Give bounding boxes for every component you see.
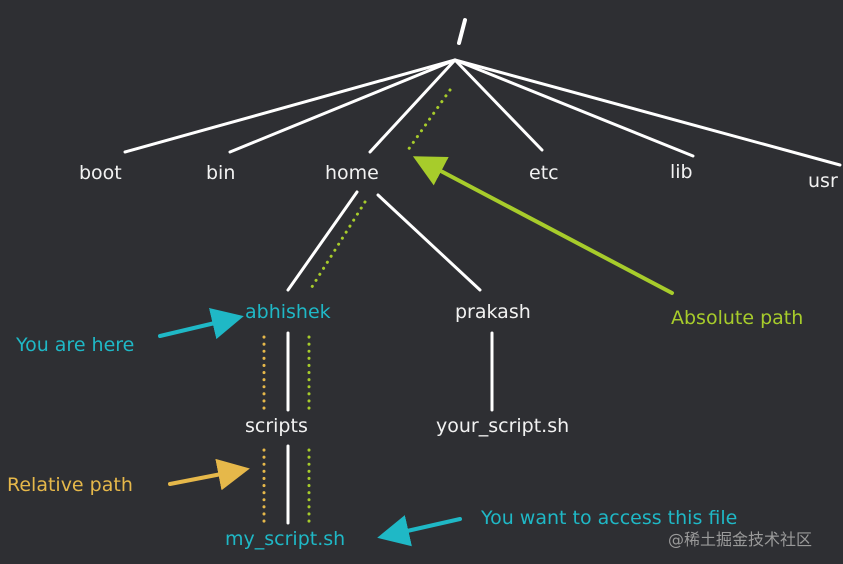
edge-root-usr	[453, 58, 842, 167]
edge-root-etc	[453, 58, 544, 152]
node-bin: bin	[206, 162, 236, 184]
node-lib: lib	[670, 161, 693, 183]
node-home: home	[325, 162, 379, 184]
edge-root-boot	[123, 58, 457, 154]
edge-home-prakash	[376, 193, 482, 292]
absolute-path-arrow	[412, 156, 674, 295]
edge-home-abhishek	[286, 190, 359, 292]
target-file-label: You want to access this file	[481, 507, 738, 529]
target-file-arrow	[377, 515, 462, 547]
absolute-path-dots-root-home	[406, 88, 452, 152]
absolute-path-dots-home-abhishek	[308, 200, 367, 292]
node-my-script: my_script.sh	[225, 528, 346, 550]
you-are-here-arrow	[158, 307, 244, 340]
root-slash	[457, 18, 467, 45]
node-boot: boot	[79, 162, 122, 184]
edge-root-home	[368, 58, 457, 154]
node-usr: usr	[808, 170, 838, 192]
node-your-script: your_script.sh	[436, 415, 570, 437]
node-prakash: prakash	[455, 301, 531, 323]
edge-root-lib	[453, 58, 695, 158]
node-abhishek: abhishek	[245, 301, 331, 323]
edge-root-bin	[228, 58, 457, 154]
relative-path-arrow	[168, 458, 250, 491]
node-scripts: scripts	[245, 415, 308, 437]
relative-path-label: Relative path	[7, 474, 133, 496]
watermark: @稀土掘金技术社区	[668, 530, 813, 549]
node-etc: etc	[529, 162, 559, 184]
absolute-path-label: Absolute path	[671, 307, 804, 329]
you-are-here-label: You are here	[16, 334, 135, 356]
